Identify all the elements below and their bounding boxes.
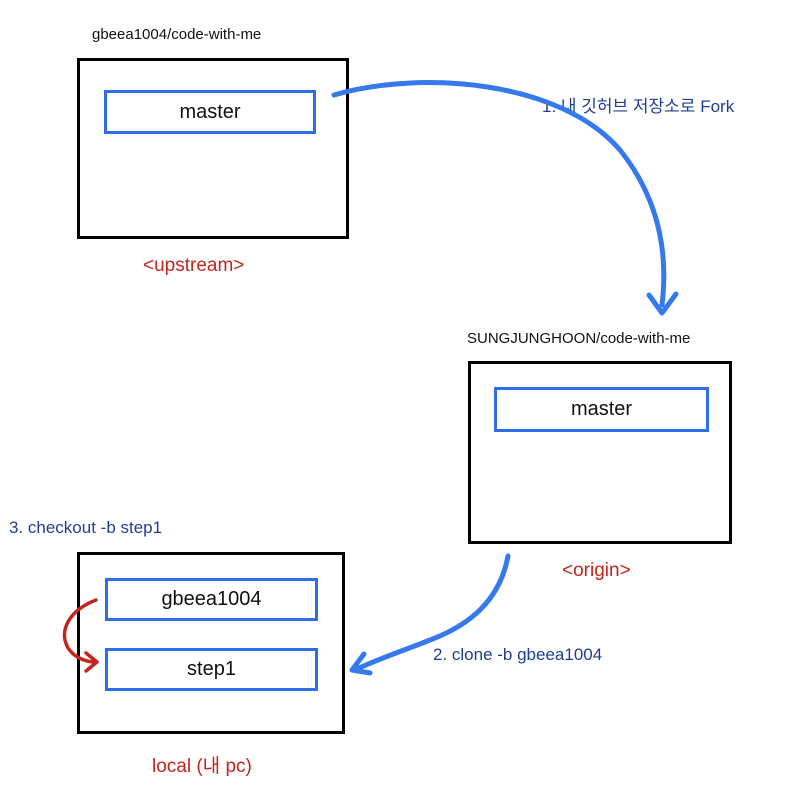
upstream-master-branch: master	[104, 90, 316, 134]
local-branch-step1: step1	[105, 648, 318, 691]
fork-step-label: 1. 내 깃허브 저장소로 Fork	[542, 97, 735, 116]
local-label: local (내 pc)	[152, 756, 252, 777]
checkout-arrowhead	[84, 651, 99, 673]
upstream-label: <upstream>	[143, 255, 245, 276]
checkout-step-label: 3. checkout -b step1	[9, 518, 163, 537]
fork-arrow	[331, 80, 667, 308]
clone-arrowhead	[349, 651, 373, 676]
clone-arrow	[352, 553, 511, 673]
clone-step-label: 2. clone -b gbeea1004	[433, 645, 603, 664]
upstream-repo-name: gbeea1004/code-with-me	[92, 26, 262, 43]
origin-master-branch: master	[494, 387, 709, 432]
local-repo-box: gbeea1004 step1	[77, 552, 345, 734]
origin-repo-box: master	[468, 361, 732, 544]
origin-repo-name: SUNGJUNGHOON/code-with-me	[467, 330, 691, 347]
origin-label: <origin>	[562, 560, 631, 581]
fork-arrowhead	[646, 291, 679, 316]
local-branch-gbeea1004: gbeea1004	[105, 578, 318, 621]
checkout-arrow	[62, 598, 98, 664]
upstream-repo-box: master	[77, 58, 349, 239]
